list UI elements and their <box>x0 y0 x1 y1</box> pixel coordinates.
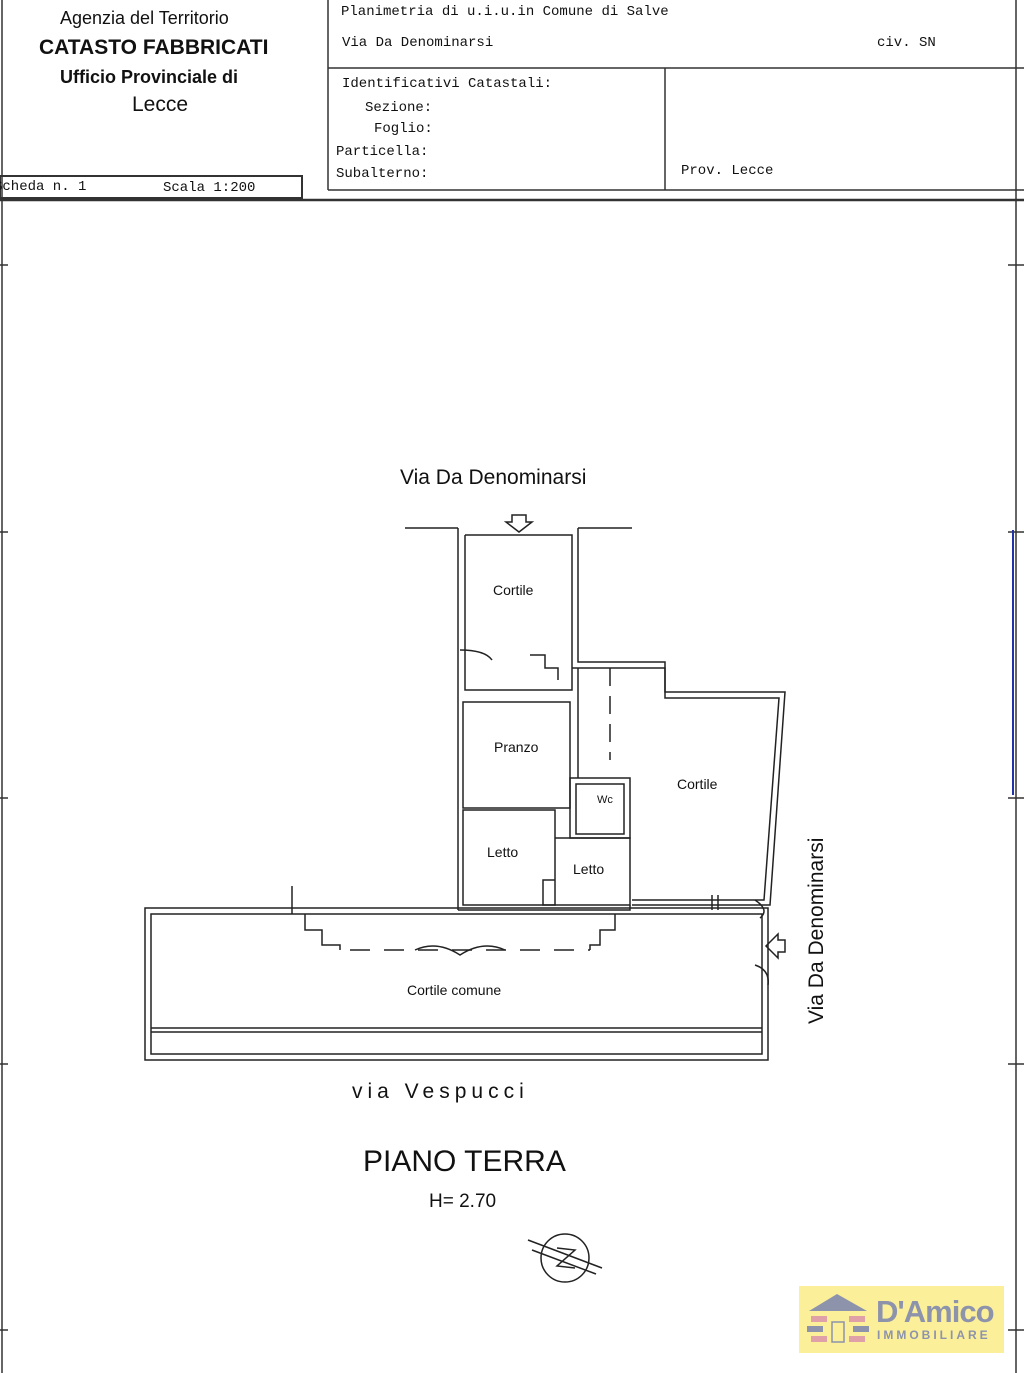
office-city: Lecce <box>132 93 189 116</box>
room-cortile-top: Cortile <box>493 582 534 598</box>
scale: Scala 1:200 <box>163 180 256 196</box>
civic-number: civ. SN <box>877 35 936 51</box>
agency-name: Agenzia del Territorio <box>60 8 229 28</box>
floor-title: PIANO TERRA <box>363 1145 566 1178</box>
sezione-label: Sezione: <box>365 100 433 116</box>
floor-height: H= 2.70 <box>429 1191 497 1212</box>
address: Via Da Denominarsi <box>342 35 494 51</box>
foglio-label: Foglio: <box>374 121 433 137</box>
room-pranzo: Pranzo <box>494 739 539 755</box>
room-cortile-comune: Cortile comune <box>407 982 502 998</box>
street-bottom-label: via Vespucci <box>352 1080 529 1103</box>
street-right-label: Via Da Denominarsi <box>805 837 828 1024</box>
scheda-number: Scheda n. 1 <box>0 179 87 195</box>
logo-subtitle: IMMOBILIARE <box>877 1328 991 1342</box>
planimetria-title: Planimetria di u.i.u.in Comune di Salve <box>341 4 669 20</box>
logo-brand: D'Amico <box>876 1294 994 1329</box>
subalterno-label: Subalterno: <box>336 166 429 182</box>
catasto-title: CATASTO FABBRICATI <box>39 36 269 59</box>
room-cortile-right: Cortile <box>677 776 718 792</box>
room-wc: Wc <box>597 794 613 806</box>
room-letto-1: Letto <box>487 844 519 860</box>
room-letto-2: Letto <box>573 861 605 877</box>
north-arrow-icon <box>527 1233 603 1283</box>
house-icon <box>807 1294 869 1343</box>
identificativi-label: Identificativi Catastali: <box>342 76 553 92</box>
province-label: Prov. Lecce <box>681 163 774 179</box>
office-label: Ufficio Provinciale di <box>60 67 239 87</box>
damico-logo: D'Amico IMMOBILIARE <box>799 1286 1004 1353</box>
particella-label: Particella: <box>336 144 429 160</box>
street-top-label: Via Da Denominarsi <box>400 466 587 489</box>
